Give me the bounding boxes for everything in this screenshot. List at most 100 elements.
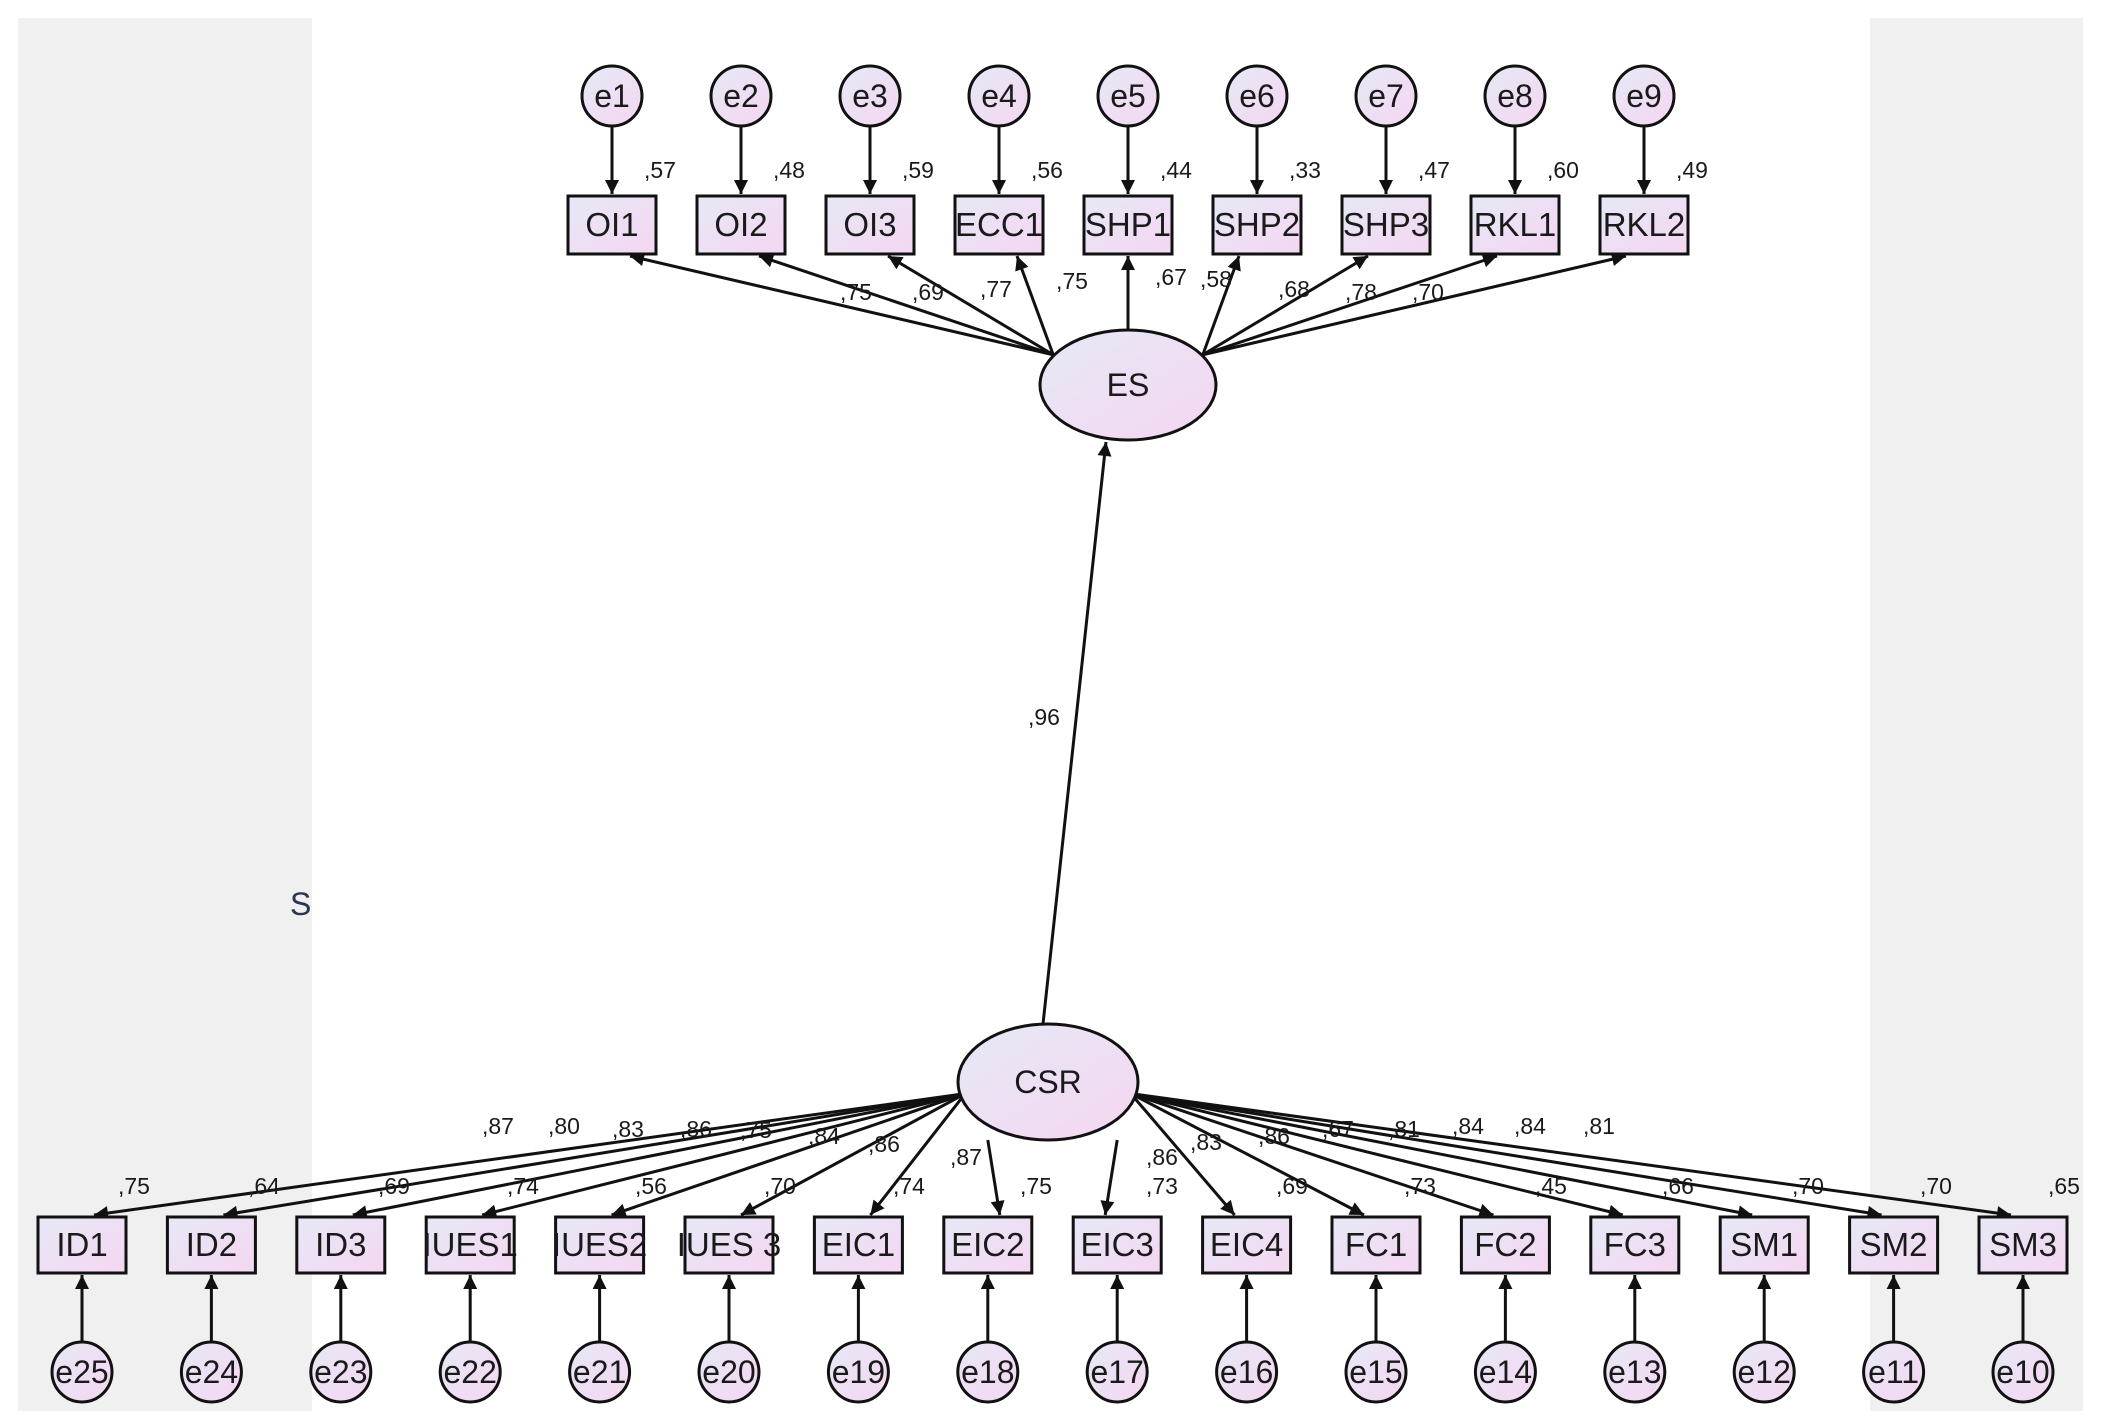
indicator-label-ecc1: ECC1 (955, 206, 1043, 243)
error-label-e8: e8 (1497, 78, 1533, 114)
error-node-e9 (1612, 64, 1676, 128)
error-label-e2: e2 (723, 78, 759, 114)
loading-label-fc1: ,86 (1258, 1123, 1290, 1149)
indicator-label-id3: ID3 (315, 1226, 366, 1263)
r2-label-id1: ,75 (118, 1173, 150, 1199)
loading-label-oi3: ,77 (980, 276, 1012, 302)
r2-label-eic3: ,73 (1146, 1173, 1178, 1199)
loading-label-shp1: ,67 (1155, 264, 1187, 290)
indicator-label-eic3: EIC3 (1081, 1226, 1154, 1263)
r2-label-eic1: ,74 (893, 1173, 925, 1199)
indicator-label-shp3: SHP3 (1343, 206, 1429, 243)
r2-label-iues1: ,74 (507, 1173, 539, 1199)
indicator-label-shp2: SHP2 (1214, 206, 1300, 243)
indicator-node-rkl1 (1469, 194, 1561, 256)
indicator-node-oi2 (695, 194, 787, 256)
r2-label-ecc1: ,56 (1031, 157, 1063, 183)
error-node-e15 (1344, 1340, 1408, 1404)
structural-coefficient-label: ,96 (1028, 704, 1060, 730)
error-node-e24 (179, 1340, 243, 1404)
indicator-node-eic3 (1071, 1215, 1163, 1275)
error-node-e10 (1991, 1340, 2055, 1404)
error-label-e24: e24 (185, 1354, 238, 1390)
indicator-node-iues1 (424, 1215, 516, 1275)
indicator-label-rkl1: RKL1 (1474, 206, 1557, 243)
r2-label-fc2: ,45 (1535, 1173, 1567, 1199)
left-side-panel (18, 18, 312, 1411)
loading-label-iues2: ,75 (740, 1117, 772, 1143)
loading-label-eic4: ,83 (1190, 1129, 1222, 1155)
error-node-e13 (1603, 1340, 1667, 1404)
loading-arrow-oi1 (629, 252, 1054, 357)
loading-label-sm3: ,81 (1583, 1113, 1615, 1139)
error-label-e9: e9 (1626, 78, 1662, 114)
r2-label-rkl2: ,49 (1676, 157, 1708, 183)
error-node-e2 (709, 64, 773, 128)
loading-label-rkl1: ,78 (1345, 279, 1377, 305)
loading-label-shp3: ,68 (1278, 276, 1310, 302)
loading-arrow-eic1 (869, 1092, 967, 1216)
error-label-e13: e13 (1608, 1354, 1661, 1390)
error-node-e5 (1096, 64, 1160, 128)
r2-label-iues3: ,70 (764, 1173, 796, 1199)
error-label-e14: e14 (1479, 1354, 1532, 1390)
loading-arrow-iues2 (611, 1092, 966, 1218)
loading-label-sm1: ,84 (1452, 1113, 1484, 1139)
r2-label-shp1: ,44 (1160, 157, 1192, 183)
loading-label-sm2: ,84 (1514, 1113, 1546, 1139)
r2-label-sm2: ,70 (1920, 1173, 1952, 1199)
loading-label-id1: ,87 (482, 1113, 514, 1139)
loading-arrow-rkl1 (1202, 253, 1498, 357)
error-node-e14 (1473, 1340, 1537, 1404)
r2-label-fc3: ,66 (1662, 1173, 1694, 1199)
error-label-e11: e11 (1868, 1354, 1919, 1390)
r2-label-fc1: ,73 (1404, 1173, 1436, 1199)
loading-label-iues1: ,86 (680, 1116, 712, 1142)
indicator-label-eic2: EIC2 (951, 1226, 1024, 1263)
indicator-node-eic2 (942, 1215, 1034, 1275)
indicator-node-fc2 (1459, 1215, 1551, 1275)
es-latent-node (1038, 328, 1218, 442)
indicator-label-oi3: OI3 (843, 206, 896, 243)
loading-arrow-id3 (352, 1092, 966, 1220)
indicator-label-eic4: EIC4 (1210, 1226, 1283, 1263)
indicator-node-id3 (295, 1215, 387, 1275)
loading-label-id3: ,83 (612, 1116, 644, 1142)
indicator-node-sm2 (1848, 1215, 1940, 1275)
error-label-e7: e7 (1368, 78, 1404, 114)
error-label-e25: e25 (55, 1354, 108, 1390)
loading-arrow-shp2 (1201, 255, 1241, 356)
indicator-node-shp3 (1340, 194, 1432, 256)
r2-label-id3: ,69 (378, 1173, 410, 1199)
error-node-e16 (1215, 1340, 1279, 1404)
indicator-node-iues3 (683, 1215, 775, 1275)
indicator-node-eic4 (1201, 1215, 1293, 1275)
r2-label-sm1: ,70 (1792, 1173, 1824, 1199)
r2-label-oi3: ,59 (902, 157, 934, 183)
indicator-label-sm2: SM2 (1860, 1226, 1928, 1263)
indicator-label-id2: ID2 (186, 1226, 237, 1263)
indicator-node-shp1 (1082, 194, 1174, 256)
indicator-label-oi2: OI2 (714, 206, 767, 243)
indicator-node-sm3 (1977, 1215, 2069, 1275)
loading-arrow-sm1 (1130, 1092, 1753, 1220)
loading-label-eic2: ,87 (950, 1144, 982, 1170)
loading-label-ecc1: ,75 (1056, 268, 1088, 294)
r2-label-eic4: ,69 (1276, 1173, 1308, 1199)
indicator-label-fc1: FC1 (1345, 1226, 1407, 1263)
loading-arrow-rkl2 (1202, 252, 1627, 357)
loading-arrow-iues1 (481, 1092, 966, 1219)
error-node-e18 (956, 1340, 1020, 1404)
r2-label-id2: ,64 (248, 1173, 280, 1199)
loading-label-oi2: ,69 (912, 279, 944, 305)
error-node-e3 (838, 64, 902, 128)
error-label-e1: e1 (594, 78, 630, 114)
indicator-node-shp2 (1211, 194, 1303, 256)
indicator-node-fc3 (1589, 1215, 1681, 1275)
loading-arrow-fc3 (1130, 1092, 1624, 1219)
error-node-e23 (309, 1340, 373, 1404)
indicator-label-fc2: FC2 (1474, 1226, 1536, 1263)
indicator-node-oi3 (824, 194, 916, 256)
r2-label-shp2: ,33 (1289, 157, 1321, 183)
